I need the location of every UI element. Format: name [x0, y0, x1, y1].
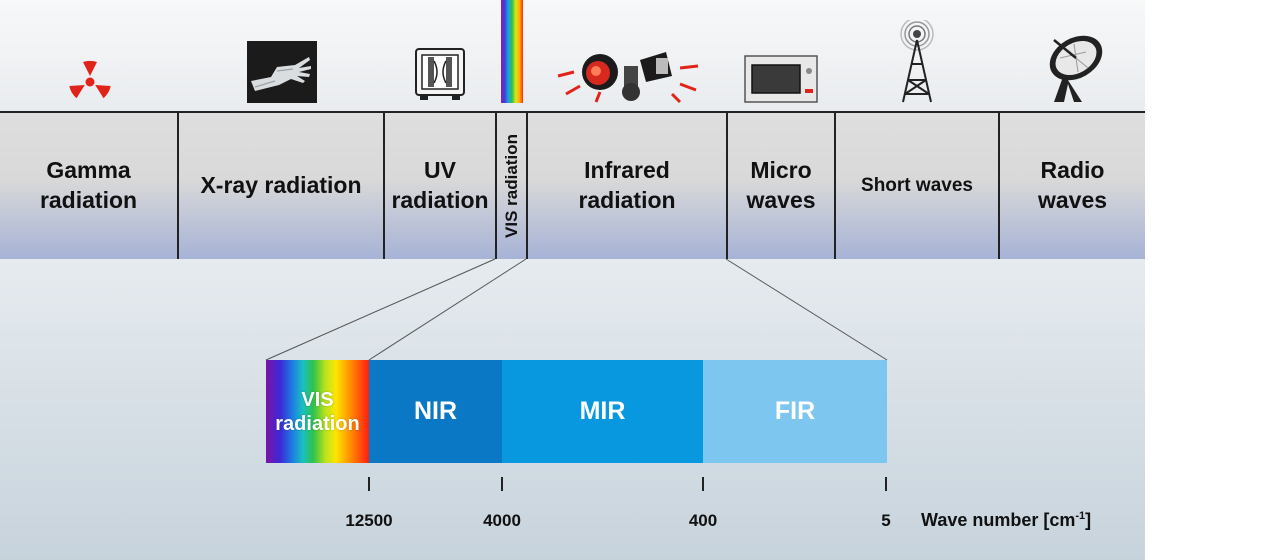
region-label-infrared: Infrared radiation — [578, 157, 676, 213]
microwave-oven-icon — [744, 55, 818, 103]
segment-vis: VIS radiation — [266, 360, 369, 463]
tick-label: 5 — [881, 511, 891, 530]
satellite-dish-icon — [1049, 35, 1103, 102]
region-label-xray: X-ray radiation — [200, 172, 362, 199]
band-divider — [383, 113, 385, 259]
region-label-radio: Radio waves — [1037, 157, 1108, 213]
axis-tick — [501, 477, 503, 491]
heat-lamp-icon — [557, 52, 699, 104]
connector-line — [725, 258, 888, 361]
tick-label: 12500 — [345, 511, 393, 530]
radio-tower-icon — [900, 20, 934, 103]
rainbow-spectrum-icon — [501, 0, 523, 103]
axis-tick — [885, 477, 887, 491]
band-divider — [526, 113, 528, 259]
segment-mir: MIR — [502, 360, 703, 463]
icon-strip-background — [0, 0, 1145, 112]
axis-label: Wave number [cm-1] — [921, 510, 1092, 530]
band-divider — [177, 113, 179, 259]
radiation-hazard-icon — [69, 60, 111, 99]
region-label-gamma: Gamma radiation — [39, 157, 138, 213]
infrared-zoom-bar: VIS radiation NIR MIR FIR — [266, 360, 887, 463]
connector-line — [265, 258, 496, 361]
segment-nir: NIR — [369, 360, 502, 463]
region-label-micro: Micro waves — [746, 157, 816, 213]
segment-fir: FIR — [703, 360, 887, 463]
band-divider — [834, 113, 836, 259]
uv-lamp-icon — [415, 48, 465, 100]
axis-tick — [368, 477, 370, 491]
band-divider — [998, 113, 1000, 259]
xray-hand-icon — [247, 41, 317, 103]
band-divider — [495, 113, 497, 259]
region-label-uv: UV radiation — [391, 157, 489, 213]
band-divider — [726, 113, 728, 259]
spectrum-band — [0, 111, 1145, 259]
tick-label: 400 — [688, 511, 718, 530]
region-label-short: Short waves — [861, 174, 973, 196]
tick-label: 4000 — [483, 511, 521, 530]
connector-line — [368, 258, 527, 361]
axis-tick — [702, 477, 704, 491]
